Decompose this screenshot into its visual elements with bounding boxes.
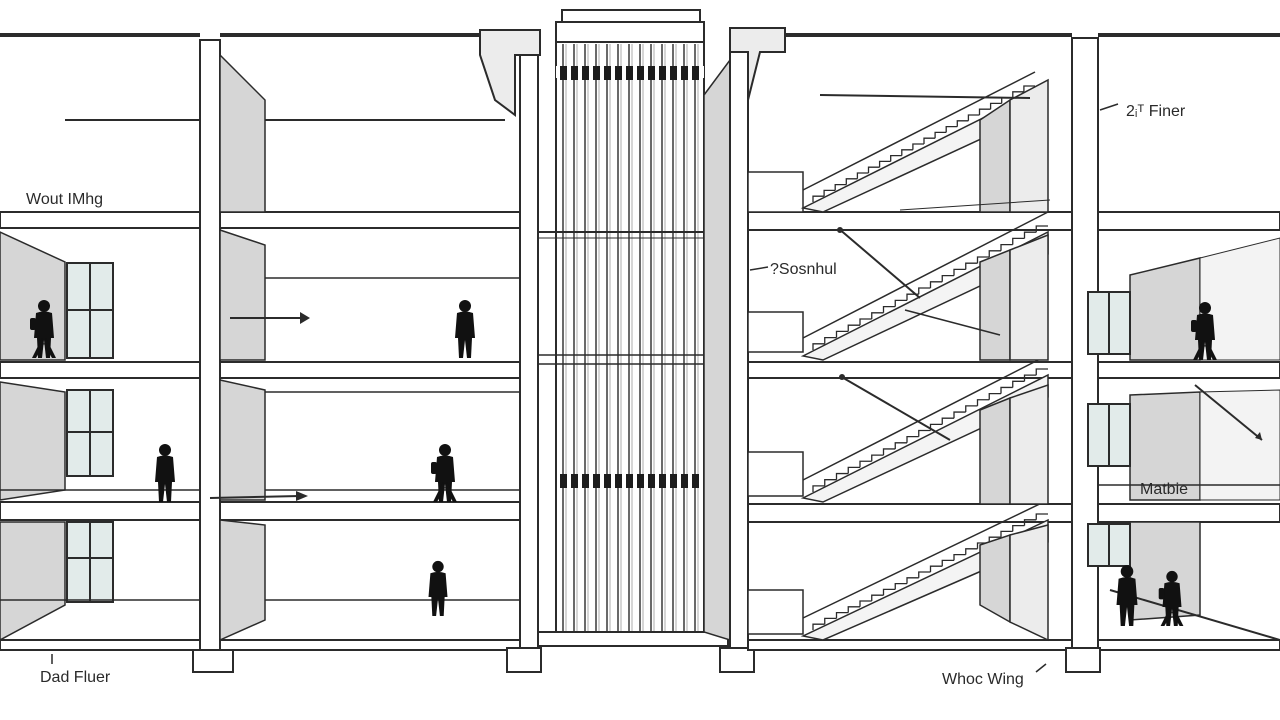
shaft-clamp	[659, 474, 666, 488]
shaft-clamp	[659, 66, 666, 80]
person-figure	[30, 300, 56, 358]
annotation-labels: Wout IMhg 2ᵢᵀ Finer ?Sosnhul Matbie Dad …	[26, 103, 1188, 688]
label-top-right: 2ᵢᵀ Finer	[1126, 103, 1186, 120]
shaft-clamp	[571, 66, 578, 80]
stair-handrail	[802, 71, 1036, 191]
label-right-mid: Matbie	[1140, 481, 1188, 498]
person-figure	[1158, 570, 1184, 626]
stair-steps	[812, 225, 1048, 350]
central-shaft	[537, 9, 731, 647]
right-wing	[719, 27, 1280, 673]
window-left-2	[66, 389, 114, 477]
person-figure	[1116, 565, 1138, 626]
shaft-clamp	[604, 474, 611, 488]
label-mid-stair: ?Sosnhul	[770, 261, 837, 278]
shaft-clamp	[571, 474, 578, 488]
shaft-cables	[562, 44, 699, 632]
stair-steps	[812, 368, 1048, 492]
shaft-clamp	[670, 66, 677, 80]
people-figures	[30, 300, 1217, 626]
shaft-clamp	[681, 474, 688, 488]
stair-handrail	[802, 354, 1049, 481]
left-wing	[0, 29, 542, 673]
shaft-clamp	[648, 474, 655, 488]
shaft-clamps-top	[560, 66, 699, 80]
window-left-3	[66, 521, 114, 603]
floor-slabs-right	[747, 211, 1280, 651]
shaft-clamp	[670, 474, 677, 488]
stair-handrail	[802, 211, 1049, 339]
shaft-clamp	[615, 66, 622, 80]
column-left	[192, 39, 234, 673]
shaft-clamp	[626, 474, 633, 488]
person-figure	[155, 444, 175, 502]
person-figure	[428, 560, 448, 616]
stair-steps	[812, 513, 1048, 630]
person-figure	[431, 444, 457, 502]
label-bottom-left: Dad Fluer	[40, 669, 111, 686]
label-top-left: Wout IMhg	[26, 191, 103, 208]
window-right-1	[1087, 291, 1131, 355]
window-right-3	[1087, 523, 1131, 567]
arrow-left-2	[209, 491, 308, 501]
window-right-2	[1087, 403, 1131, 467]
shaft-clamps-bottom	[560, 474, 699, 488]
shaft-clamp	[692, 66, 699, 80]
shaft-clamp	[648, 66, 655, 80]
shaft-clamp	[681, 66, 688, 80]
label-bottom-right: Whoc Wing	[942, 671, 1024, 688]
shaft-clamp	[560, 66, 567, 80]
shaft-clamp	[582, 474, 589, 488]
shaft-clamp	[604, 66, 611, 80]
arrow-left-1	[230, 312, 310, 324]
shaft-clamp	[626, 66, 633, 80]
shaft-clamp	[615, 474, 622, 488]
window-left-1	[66, 262, 114, 359]
pointer-lines	[819, 94, 1280, 641]
shaft-clamp	[692, 474, 699, 488]
shaft-clamp	[560, 474, 567, 488]
stair-handrail	[802, 499, 1049, 619]
shaft-clamp	[593, 66, 600, 80]
person-figure	[1191, 302, 1217, 360]
shaft-clamp	[593, 474, 600, 488]
shaft-clamp	[637, 474, 644, 488]
shaft-clamp	[637, 66, 644, 80]
shaft-clamp	[582, 66, 589, 80]
person-figure	[455, 300, 475, 358]
